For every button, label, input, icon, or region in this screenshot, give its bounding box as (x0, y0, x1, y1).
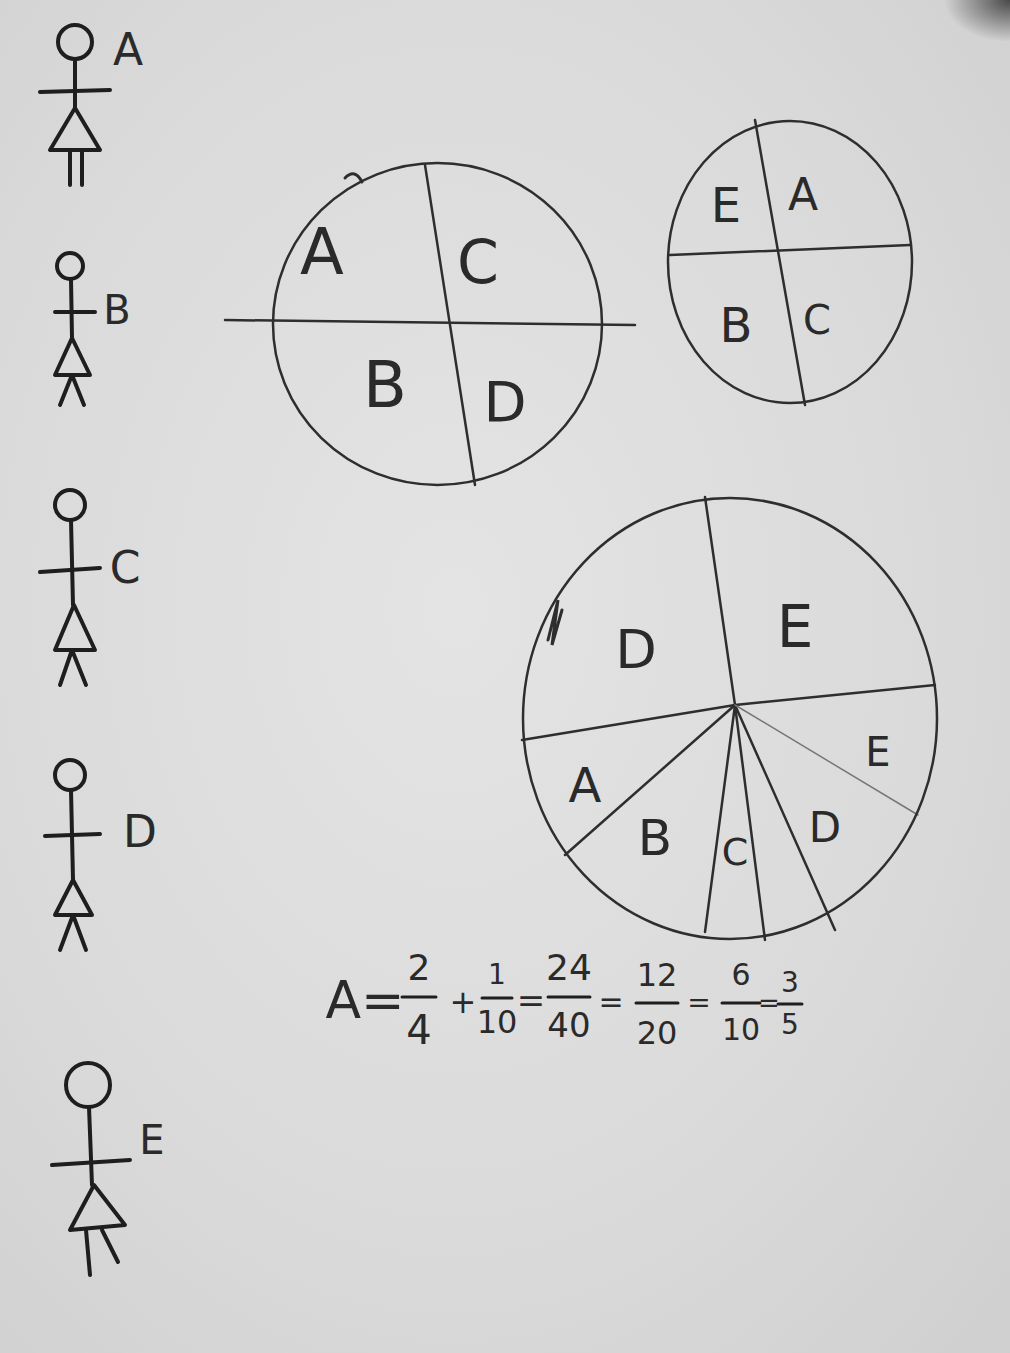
sector-letter: A (569, 761, 602, 809)
figure-letter: E (139, 1120, 164, 1160)
equation-part: + (450, 986, 477, 1018)
stick-figures (40, 25, 130, 1275)
sector-letter: C (722, 833, 749, 871)
equation-part: 2 (408, 950, 431, 986)
circle-outline (520, 495, 940, 942)
equation-part: 20 (637, 1017, 678, 1049)
equation-part: = (517, 983, 546, 1017)
circle-outline (270, 160, 605, 488)
sector-letter: B (638, 813, 672, 863)
sector-letter: C (457, 232, 499, 292)
sector-letter: A (788, 173, 818, 217)
equation-part: 4 (406, 1010, 431, 1050)
pie-circle: A C B D (270, 160, 605, 488)
shadow-corner (900, 0, 1010, 70)
sector-letter: C (803, 300, 831, 340)
figure-letter: A (113, 28, 143, 72)
sector-letter: B (720, 301, 753, 349)
equation-part: = (598, 987, 623, 1017)
equation-part: 10 (722, 1015, 760, 1045)
equation-part: = (687, 989, 710, 1017)
pie-circle: E A B C (665, 118, 915, 406)
sector-letter: B (363, 353, 407, 417)
equation-part: 40 (547, 1008, 590, 1042)
sector-letter: D (483, 374, 526, 430)
equation-part: 10 (477, 1006, 518, 1038)
equation-part: 5 (781, 1011, 799, 1039)
equation-part: 1 (488, 961, 506, 989)
pie-dividers (225, 120, 935, 940)
sector-letter: E (711, 181, 741, 229)
sector-letter: D (809, 807, 841, 849)
equation-part: 3 (781, 969, 799, 997)
equation-part: 24 (546, 950, 592, 986)
figure-letter: C (110, 546, 141, 590)
equation-part: A= (325, 974, 404, 1026)
sector-letter: E (865, 732, 890, 772)
pie-circle: DEABCDE (520, 495, 940, 942)
sector-letter: A (300, 220, 344, 284)
sector-letter: E (777, 598, 814, 656)
sector-letter: D (615, 623, 657, 677)
equation-part: 6 (731, 960, 750, 990)
equation-part: = (758, 990, 780, 1016)
figure-letter: B (103, 290, 130, 330)
equation-part: 12 (637, 959, 678, 991)
circle-outline (665, 118, 915, 406)
figure-letter: D (123, 810, 157, 854)
